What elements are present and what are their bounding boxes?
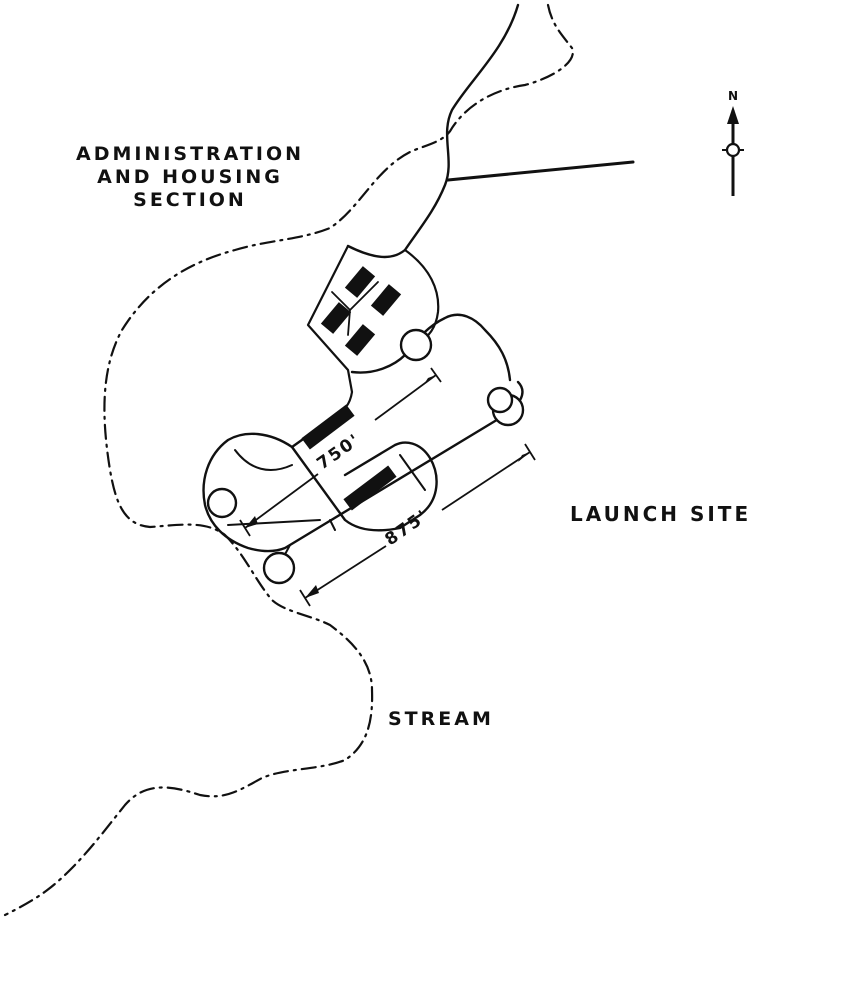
admin-buildings — [301, 266, 402, 511]
dim-875-line-a — [304, 545, 387, 599]
dim-875-line-b — [441, 451, 531, 511]
launch-site-label: LAUNCH SITE — [570, 502, 752, 526]
dim-750-line-a — [244, 473, 319, 529]
west-loop-inner — [227, 449, 321, 526]
admin-label-line2: AND HOUSING — [97, 166, 283, 188]
launcher-bar — [343, 465, 397, 511]
north-label: N — [728, 89, 738, 103]
launch-pad-road-lower — [290, 441, 438, 532]
access-road-east — [403, 3, 520, 252]
building — [344, 324, 376, 356]
access-road-west — [346, 244, 407, 259]
pad-circle — [486, 386, 514, 414]
admin-label-line3: SECTION — [133, 189, 247, 211]
admin-label-line1: ADMINISTRATION — [75, 143, 304, 165]
pad-circle — [206, 487, 238, 519]
arrow-head — [305, 585, 319, 598]
stream-label: STREAM — [388, 708, 494, 730]
dim-875-label: 875' — [381, 506, 432, 550]
building — [320, 302, 352, 334]
building — [344, 266, 376, 298]
launcher-bar — [301, 404, 355, 450]
arrow-head — [245, 516, 258, 528]
arrow-head — [424, 375, 436, 384]
admin-inner-lines — [331, 281, 379, 336]
pad-circle — [262, 551, 296, 585]
pads — [206, 328, 525, 585]
arrow-head — [518, 452, 530, 462]
road-spur — [446, 160, 635, 182]
north-arrow-icon: N — [722, 89, 744, 196]
pad-circle — [399, 328, 433, 362]
building — [370, 284, 402, 316]
admin-section-label: ADMINISTRATION AND HOUSING SECTION — [40, 143, 340, 212]
dimension-arrows — [245, 375, 530, 598]
stream-line — [3, 3, 574, 917]
north-loop — [350, 313, 512, 382]
